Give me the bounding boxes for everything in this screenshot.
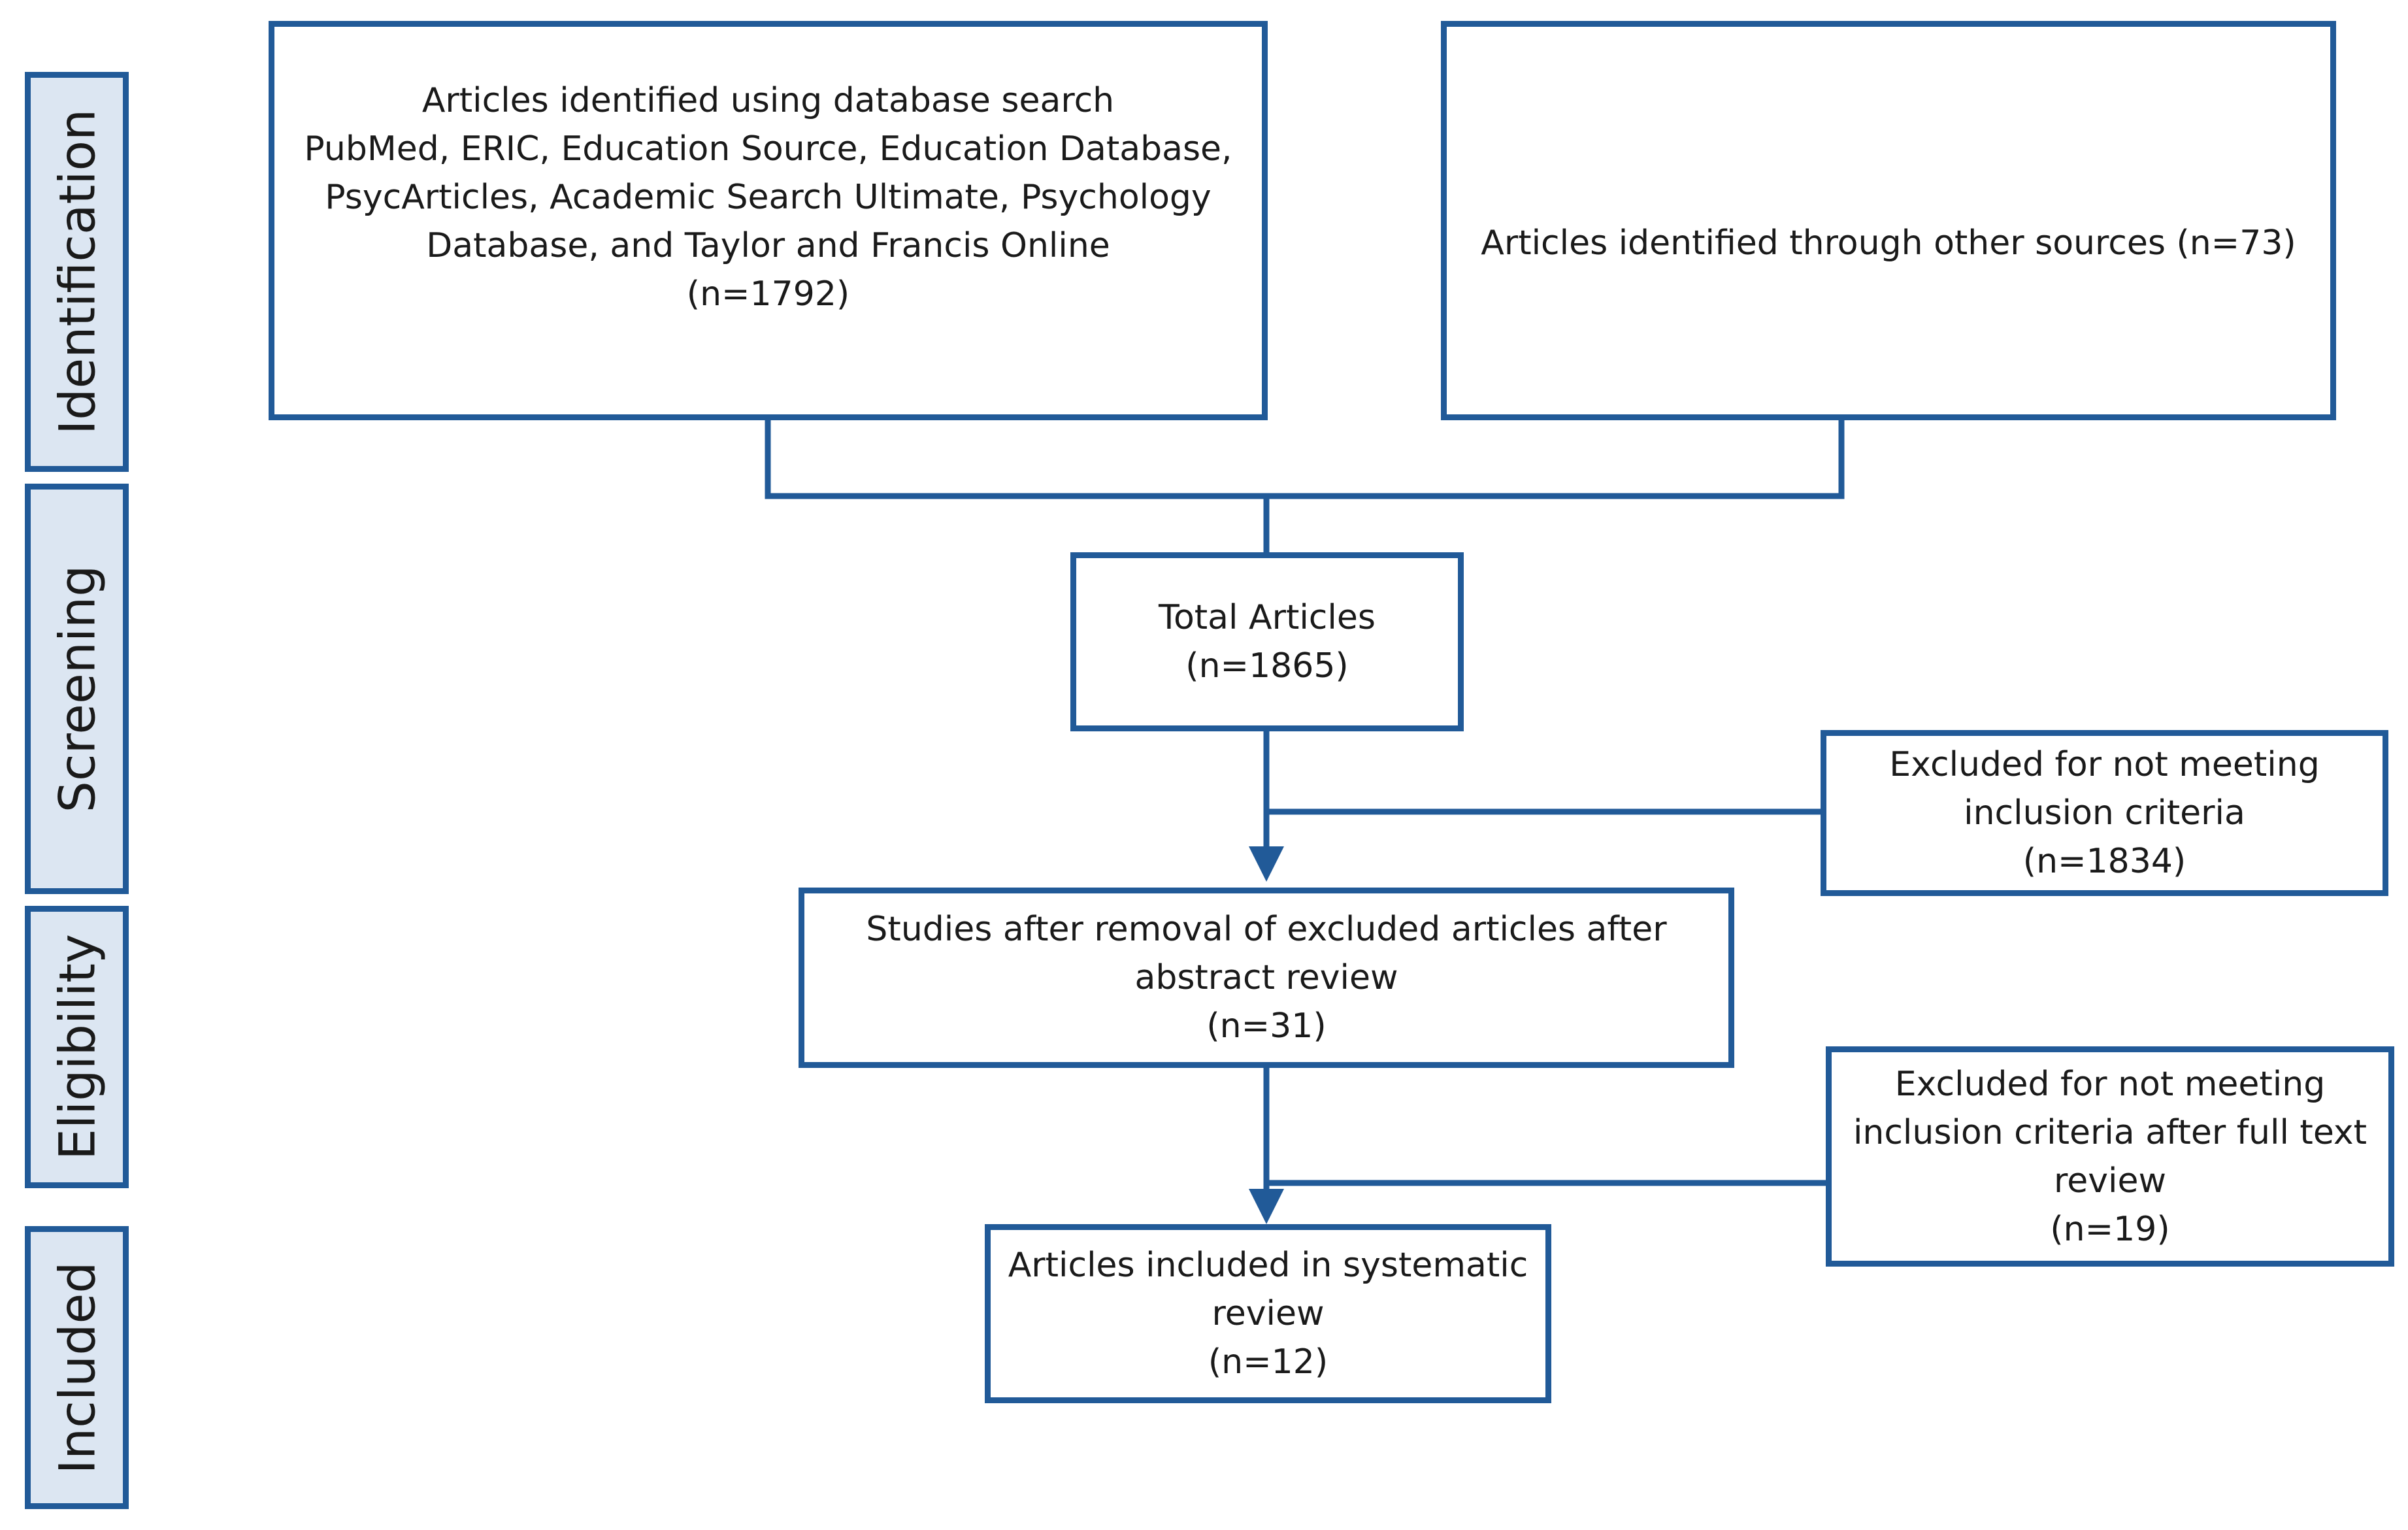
box-line: (n=12) [1208,1342,1328,1382]
excluded-fulltext-box: Excluded for not meeting inclusion crite… [1826,1046,2394,1267]
stage-screening: Screening [25,484,129,894]
excluded-abstract-box: Excluded for not meeting inclusion crite… [1821,730,2388,896]
included-box: Articles included in systematic review (… [985,1224,1551,1403]
box-line: PsycArticles, Academic Search Ultimate, … [325,178,1212,217]
box-line: (n=31) [1206,1006,1327,1046]
box-line: Studies after removal of excluded articl… [866,910,1667,949]
box-line: Database, and Taylor and Francis Online [426,226,1110,265]
box-line: review [2054,1161,2166,1201]
after-abstract-review-box: Studies after removal of excluded articl… [799,888,1734,1068]
stage-included: Included [25,1226,129,1509]
box-line: Excluded for not meeting [1894,1064,2326,1104]
box-line: Articles identified through other source… [1481,224,2296,263]
box-line: Articles identified using database searc… [421,81,1115,120]
box-line: (n=1792) [686,274,850,314]
stage-label: Screening [48,565,106,813]
stage-identification: Identification [25,72,129,472]
stage-label: Eligibility [48,934,106,1160]
box-line: (n=1834) [2022,842,2186,881]
box-line: abstract review [1134,958,1398,997]
box-line: Articles included in systematic [1008,1246,1528,1285]
box-line: (n=1865) [1185,646,1349,686]
database-search-box: Articles identified using database searc… [269,21,1268,420]
stage-label: Included [48,1261,106,1474]
box-line: PubMed, ERIC, Education Source, Educatio… [304,129,1232,169]
box-line: Excluded for not meeting [1889,745,2320,784]
stage-label: Identification [48,108,106,435]
other-sources-box: Articles identified through other source… [1441,21,2336,420]
box-line: Total Articles [1159,598,1376,637]
total-articles-box: Total Articles (n=1865) [1070,552,1464,731]
merge-connector [765,419,1845,499]
box-line: inclusion criteria [1964,793,2245,833]
box-line: review [1212,1294,1325,1333]
box-line: (n=19) [2050,1209,2170,1249]
box-line: inclusion criteria after full text [1853,1112,2367,1152]
stage-eligibility: Eligibility [25,906,129,1188]
